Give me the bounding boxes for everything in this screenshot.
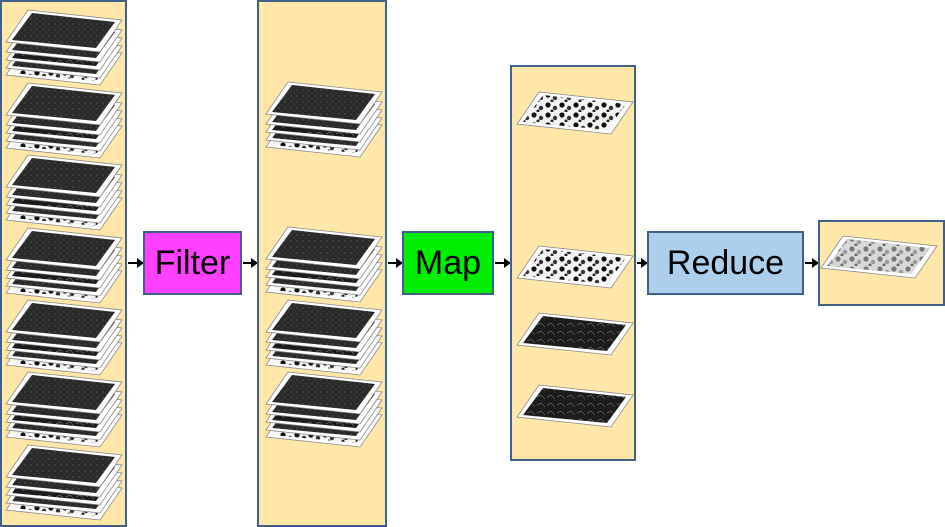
- filter-label: Filter: [154, 243, 231, 282]
- input-image-stack: [5, 9, 123, 86]
- mapped-image: [516, 245, 634, 289]
- filtered-image-stack: [265, 226, 383, 303]
- input-image-stack: [5, 444, 123, 521]
- input-image-stack: [5, 82, 123, 159]
- arrow-reduce-to-output: [805, 258, 819, 268]
- filtered-image-stack: [265, 371, 383, 448]
- filtered-image-stack: [265, 299, 383, 376]
- map-label: Map: [414, 243, 482, 282]
- reduce-operation: Reduce: [647, 231, 804, 295]
- arrow-input-to-filter: [128, 258, 144, 268]
- mapped-image: [516, 312, 634, 356]
- mapped-image: [516, 91, 634, 135]
- output-image: [820, 235, 938, 279]
- arrow-map-to-mapped: [495, 258, 511, 268]
- input-image-stack: [5, 154, 123, 231]
- mapped-image: [516, 384, 634, 428]
- arrow-mapped-to-reduce: [637, 258, 648, 268]
- input-image-stack: [5, 371, 123, 448]
- input-image-stack: [5, 227, 123, 304]
- reduce-label: Reduce: [666, 243, 785, 282]
- filtered-image-stack: [265, 81, 383, 158]
- filter-operation: Filter: [143, 231, 242, 295]
- input-image-stack: [5, 299, 123, 376]
- map-operation: Map: [402, 231, 494, 295]
- arrow-filter-to-filtered: [243, 258, 258, 268]
- arrow-filtered-to-map: [388, 258, 403, 268]
